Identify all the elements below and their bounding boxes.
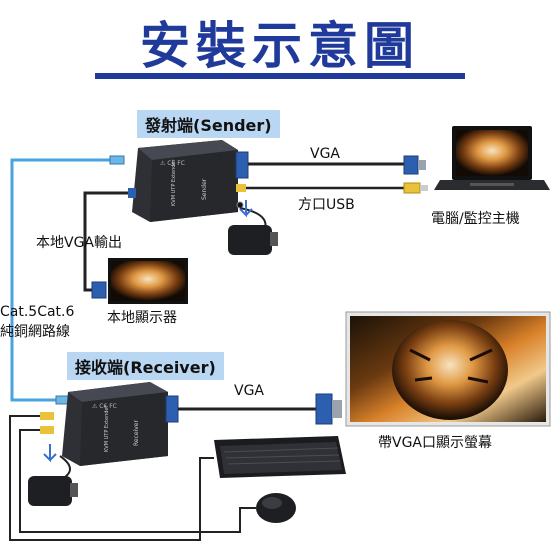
cable-type-label-line1: Cat.5Cat.6 <box>0 304 75 320</box>
keyboard-device <box>214 436 346 478</box>
sender-device-text: KVM UTP Extender <box>171 159 177 206</box>
receiver-device-label: Receiver <box>133 420 140 446</box>
receiver-vga-cable <box>178 393 342 425</box>
svg-text:⚠ C€ FC: ⚠ C€ FC <box>92 403 117 410</box>
vga-monitor-label: 帶VGA口顯示螢幕 <box>378 435 493 451</box>
sender-device-label: Sender <box>201 178 208 200</box>
usb-label: 方口USB <box>298 197 355 213</box>
vga-top-label: VGA <box>310 146 341 162</box>
local-monitor-device <box>108 258 188 304</box>
cable-type-label-line2: 純銅網路線 <box>0 324 70 340</box>
receiver-device-text: KVM UTP Extender <box>104 405 110 452</box>
vga-monitor-device <box>345 311 551 427</box>
receiver-tag: 接收端(Receiver) <box>67 352 224 380</box>
computer-device <box>434 126 550 190</box>
mouse-device <box>256 493 296 523</box>
title-underline <box>95 73 465 79</box>
sender-usb-cable <box>246 182 428 194</box>
network-cable <box>10 155 125 405</box>
vga-bottom-label: VGA <box>234 383 265 399</box>
sender-power-adapter <box>228 200 278 255</box>
computer-label: 電腦/監控主機 <box>431 211 520 227</box>
svg-text:⚠ C€ FC: ⚠ C€ FC <box>160 160 185 167</box>
page-title: 安裝示意圖 <box>140 17 420 75</box>
title-area: 安裝示意圖 <box>0 0 560 80</box>
local-vga-cable <box>83 191 128 299</box>
local-monitor-label: 本地顯示器 <box>107 310 177 326</box>
sender-tag: 發射端(Sender) <box>137 110 280 138</box>
sender-device: ⚠ C€ FC Sender KVM UTP Extender <box>128 140 249 222</box>
receiver-peripheral-cables <box>9 415 256 541</box>
sender-vga-cable <box>248 155 426 175</box>
receiver-device: ⚠ C€ FC Receiver KVM UTP Extender <box>40 382 179 466</box>
local-vga-output-label: 本地VGA輸出 <box>36 235 123 251</box>
